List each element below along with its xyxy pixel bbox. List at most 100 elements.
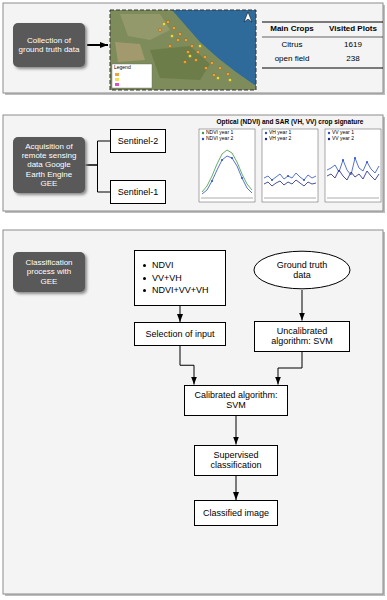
chart-legend-text: NDVI year 1: [206, 130, 251, 136]
chart-legend-text: VV year 1: [332, 130, 377, 136]
chart-series: [327, 158, 379, 175]
process-box: Calibrated algorithm: SVM: [184, 385, 288, 416]
map-image: [196, 50, 199, 53]
table-header: Visited Plots: [322, 25, 384, 34]
map-image: [244, 12, 252, 22]
map-image: [163, 23, 232, 82]
chart-series: [264, 173, 316, 180]
process-box: Classified image: [194, 500, 278, 526]
map-image: [176, 38, 179, 41]
bullet-item: VV+VH: [143, 273, 182, 283]
chart-legend-text: NDVI year 2: [206, 136, 251, 142]
connector: [236, 476, 237, 501]
map-image: [203, 55, 206, 58]
chart-frame: [262, 129, 318, 202]
table-rule: [262, 22, 383, 68]
process-box: Uncalibrated algorithm: SVM: [254, 321, 350, 352]
map-image: [172, 26, 175, 29]
data-ellipse: Ground truth data: [253, 250, 351, 290]
connector: [85, 141, 110, 165]
node-text: Selection of input: [145, 329, 214, 339]
node-text: NDVI: [152, 260, 174, 270]
map-image: [115, 73, 119, 76]
node-text: Classified image: [203, 508, 269, 518]
node-text: Supervised classification: [200, 450, 272, 471]
panel: [3, 230, 383, 594]
chart-points: [287, 175, 289, 177]
step-label-box: Classification process with GEE: [13, 252, 85, 292]
map-image: [183, 60, 186, 63]
node-text: NDVI+VV+VH: [152, 285, 209, 295]
bullet-item: NDVI+VV+VH: [143, 285, 209, 295]
map-image: [158, 20, 229, 76]
chart-points: [211, 180, 213, 182]
panel: [3, 115, 383, 211]
chart-legend-text: VH year 2: [269, 136, 314, 142]
map-image: [212, 73, 215, 76]
step-label-box: Acquisition of remote sensing data Googl…: [13, 137, 85, 193]
chart-points: [202, 138, 204, 140]
map-image: [190, 44, 193, 47]
process-box: Supervised classification: [194, 445, 278, 476]
chart-axis: [327, 198, 379, 199]
map-image: [184, 38, 187, 41]
connector: [180, 346, 194, 385]
chart-points: [342, 159, 344, 161]
chart-points: [231, 157, 233, 159]
map-image: [218, 66, 221, 69]
connector: [85, 165, 110, 192]
process-box: Sentinel-2: [110, 129, 166, 153]
map-image: [110, 10, 256, 90]
node-text: Calibrated algorithm: SVM: [190, 390, 282, 411]
chart-legend-text: VV year 2: [332, 136, 377, 142]
map-image: [226, 72, 229, 75]
chart-axis: [201, 198, 379, 199]
process-box: Sentinel-1: [110, 180, 166, 204]
bullet-dot: [143, 289, 146, 292]
chart-series: [202, 150, 379, 194]
node-text: Ground truth data: [267, 260, 337, 281]
chart-points: [221, 159, 223, 161]
table-cell: 1619: [322, 41, 384, 50]
process-box: Selection of input: [134, 322, 226, 346]
chart-points: [303, 179, 305, 181]
flow-arrow: [87, 44, 108, 46]
table-header: Main Crops: [262, 25, 322, 34]
node-text: Uncalibrated algorithm: SVM: [260, 326, 344, 347]
chart-points: [328, 138, 330, 140]
bullet-item: NDVI: [143, 260, 174, 270]
map-image: [171, 35, 174, 38]
map-image: [115, 83, 119, 86]
chart-frame: [325, 129, 381, 202]
chart-series: [202, 156, 252, 194]
connector: [236, 416, 237, 445]
chart-points: [354, 157, 356, 159]
node-text: Sentinel-2: [118, 136, 159, 146]
map-image: [115, 78, 119, 81]
map-image: [112, 64, 152, 88]
chart-points: [202, 132, 204, 134]
table-rule: [262, 37, 383, 38]
node-text: Collection of ground truth data: [18, 36, 80, 54]
chart-points: [328, 132, 330, 134]
map-image: [217, 77, 220, 80]
map-image: [163, 23, 166, 26]
map-image: [189, 55, 192, 58]
chart-series: [264, 180, 316, 186]
table-rule: [262, 22, 383, 23]
chart-series: [327, 170, 379, 180]
bullet-dot: [143, 264, 146, 267]
map-image: [110, 10, 256, 90]
table-cell: Citrus: [262, 41, 322, 50]
table-cell: open field: [262, 55, 322, 64]
chart-points: [265, 138, 267, 140]
map-image: [186, 50, 189, 53]
connector: [278, 352, 302, 385]
chart-axis: [264, 198, 316, 199]
chart-points: [265, 132, 267, 134]
chart-points: [366, 161, 368, 163]
map-image: [210, 61, 213, 64]
map-image: [229, 79, 232, 82]
node-text: Classification process with GEE: [18, 258, 80, 286]
chart-points: [271, 179, 273, 181]
